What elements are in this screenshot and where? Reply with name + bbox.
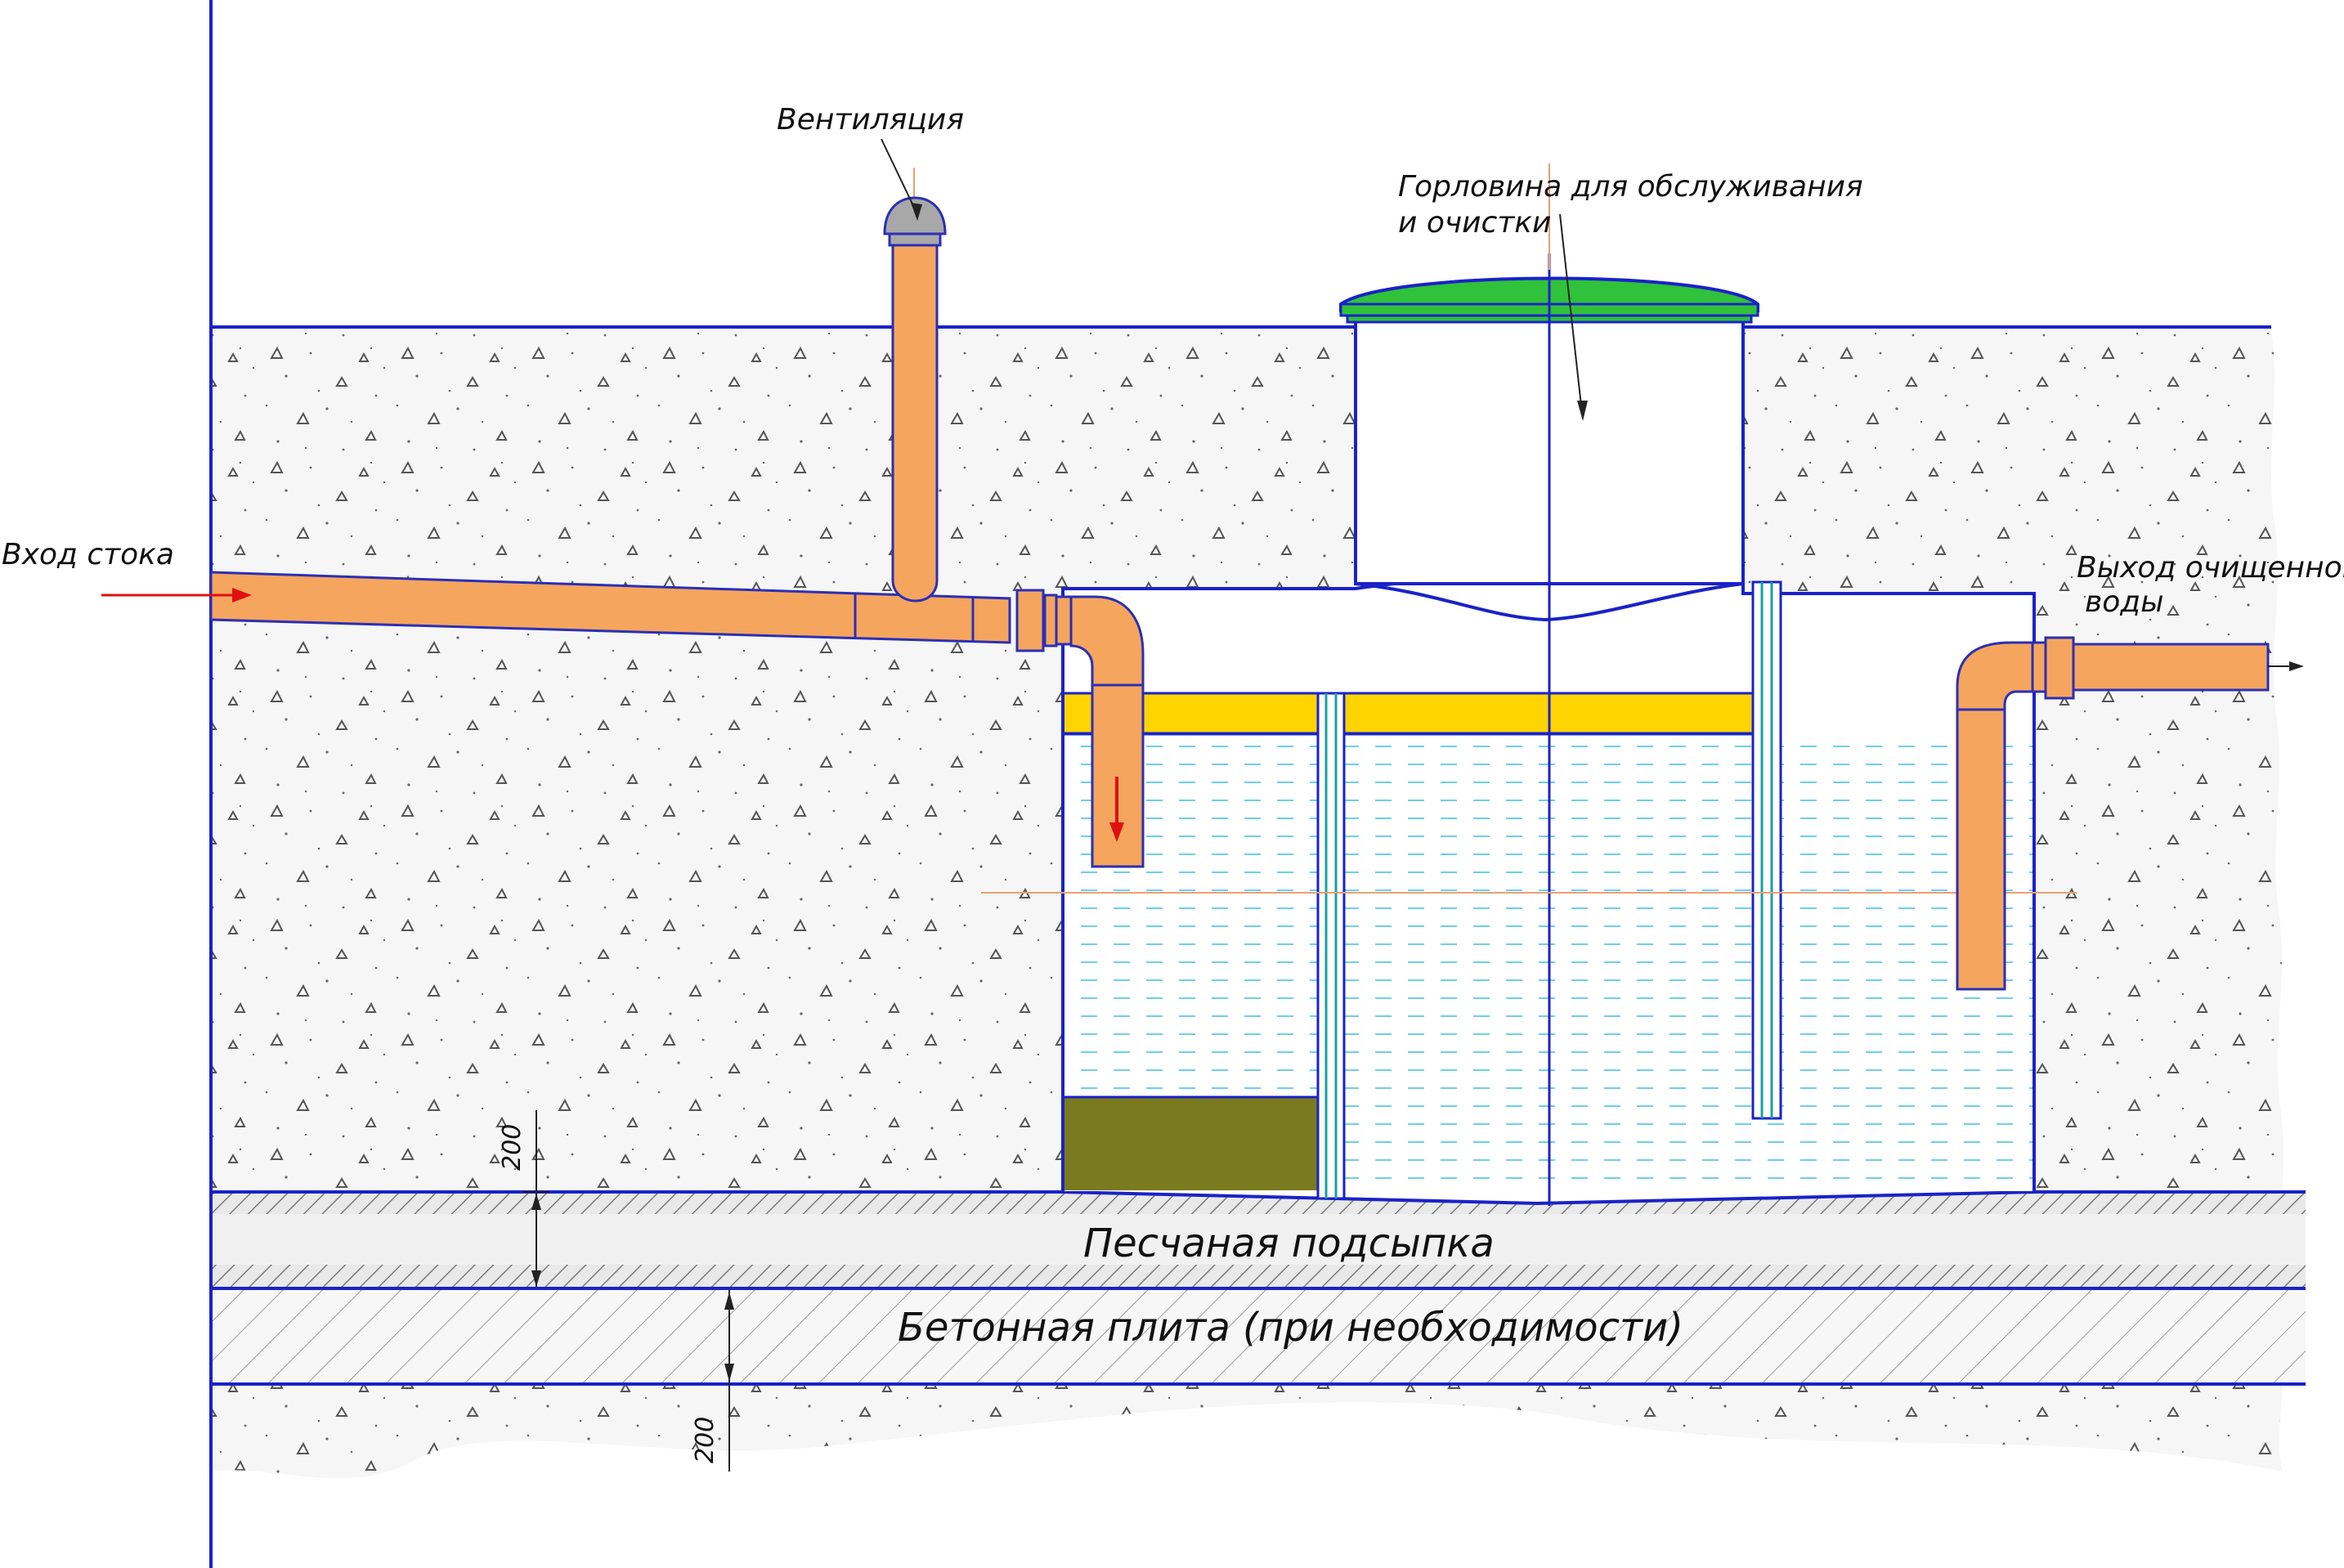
outlet-label-line1: Выход очищенной <box>2077 551 2344 585</box>
inlet-pipe <box>209 571 1011 644</box>
outlet-elbow <box>1956 641 2034 991</box>
ventilation-label: Вентиляция <box>777 103 964 137</box>
hatch-label-line2: и очистки <box>1398 206 1551 240</box>
outlet-pipe <box>2072 643 2270 692</box>
sand-layer-label: Песчаная подсыпка <box>1083 1221 1495 1266</box>
hatch-label-line1: Горловина для обслуживания <box>1398 170 1863 204</box>
ventilation-leader <box>881 138 922 221</box>
sand-layer-inner <box>213 1214 2306 1265</box>
sludge-layer <box>1064 1097 1318 1190</box>
inlet-elbow <box>1069 595 1145 868</box>
outlet-label-line2: воды <box>2085 585 2164 619</box>
outlet-flow-arrow <box>2268 661 2304 671</box>
neck-bottom-curve <box>1355 582 1744 622</box>
partition-right <box>1751 580 1782 1120</box>
inlet-label: Вход стока <box>2 538 174 571</box>
slab-thickness-label: 200 <box>691 1417 719 1463</box>
partition-left <box>1316 692 1346 1200</box>
concrete-slab-label: Бетонная плита (при необходимости) <box>898 1305 1683 1351</box>
downflow-arrow <box>1109 777 1124 842</box>
inlet-coupling <box>1015 589 1045 652</box>
slab-thickness-dimension <box>724 1290 734 1472</box>
sand-thickness-label: 200 <box>498 1124 527 1171</box>
inlet-flow-arrow <box>101 588 252 603</box>
scum-layer <box>1061 692 1755 736</box>
outlet-coupling <box>2031 641 2047 693</box>
sand-thickness-dimension <box>523 1110 549 1287</box>
ventilation-pipe <box>891 244 939 603</box>
hatch-leader <box>1559 213 1588 421</box>
concrete-slab <box>213 1290 2306 1384</box>
vent-cap <box>883 196 947 235</box>
